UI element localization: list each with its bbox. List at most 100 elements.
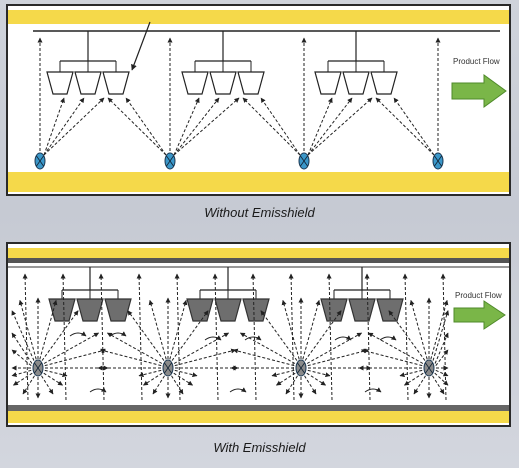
callout-arrow (131, 21, 151, 71)
radiation-ray (41, 310, 79, 361)
caption-without-emisshield: Without Emisshield (204, 205, 315, 220)
radiation-ray (11, 349, 32, 367)
tube-cup (76, 298, 104, 322)
tube-cup (320, 298, 348, 322)
emitter-cross (166, 155, 174, 167)
radiation-ray (43, 97, 65, 156)
tube-cup (209, 71, 237, 95)
radiation-ray (13, 372, 33, 386)
bottom-grey-band (8, 405, 509, 411)
tube-cup (214, 298, 242, 322)
radiation-ray (271, 369, 295, 378)
radiation-ray (307, 97, 353, 156)
radiation-ray (125, 97, 167, 156)
rebound-arrow (229, 387, 247, 393)
radiation-ray (307, 369, 331, 378)
tube-cup (48, 298, 76, 322)
radiation-ray (306, 372, 326, 386)
reflected-ray (60, 273, 67, 401)
radiation-ray (11, 369, 32, 377)
radiation-ray (39, 299, 58, 360)
radiation-ray (388, 310, 426, 361)
emitter-cross (434, 155, 442, 167)
radiation-ray (11, 310, 35, 361)
diagram-svg-top: Product Flow (8, 10, 509, 192)
emitter-cross (425, 362, 433, 374)
radiation-ray (152, 375, 165, 395)
radiation-ray (127, 310, 165, 361)
product-flow-label: Product Flow (455, 291, 502, 300)
top-grey-band (8, 258, 509, 263)
radiation-ray (307, 97, 333, 156)
tube-cup (370, 71, 398, 95)
reflected-ray (288, 273, 295, 401)
radiation-ray (285, 375, 298, 395)
reflected-ray (402, 273, 409, 401)
tube-cup (181, 71, 209, 95)
radiation-ray (304, 375, 317, 395)
bottom-yellow-band (8, 172, 509, 192)
radiation-ray (432, 310, 450, 361)
reflected-ray (364, 273, 371, 401)
radiation-ray (260, 310, 298, 361)
radiation-ray (242, 97, 301, 156)
radiation-ray (281, 299, 300, 360)
tube-cup (342, 71, 370, 95)
radiation-ray (306, 332, 363, 364)
rebound-arrow (204, 335, 222, 341)
radiation-ray (360, 348, 423, 367)
tube-cup (348, 298, 376, 322)
radiation-ray (276, 372, 296, 386)
tube-cup (74, 71, 102, 95)
radiation-ray (173, 372, 193, 386)
radiation-ray (304, 310, 342, 361)
radiation-ray (43, 97, 105, 156)
tube-cup (242, 298, 270, 322)
radiation-ray (43, 372, 63, 386)
radiation-ray (307, 97, 373, 156)
product-flow-arrow (451, 74, 507, 108)
radiation-ray (106, 332, 163, 364)
reflected-ray (22, 273, 29, 401)
radiation-ray (138, 369, 162, 378)
radiation-ray (43, 332, 100, 364)
rebound-arrow (364, 387, 382, 393)
emitter-cross (34, 362, 42, 374)
radiation-ray (43, 97, 85, 156)
radiation-ray (367, 332, 424, 364)
tube-cup (314, 71, 342, 95)
top-yellow-band (8, 248, 509, 258)
reflected-ray (98, 273, 105, 401)
radiation-ray (174, 369, 198, 378)
radiation-ray (107, 97, 167, 156)
reflected-ray (326, 273, 333, 401)
radiation-ray (399, 369, 423, 378)
radiation-ray (434, 372, 449, 386)
reflected-ray (250, 273, 257, 401)
emitter-cross (36, 155, 44, 167)
radiation-ray (11, 332, 33, 364)
reflected-ray (440, 273, 447, 401)
top-yellow-band (8, 10, 509, 24)
radiation-ray (143, 372, 163, 386)
radiation-ray (375, 97, 435, 156)
radiation-ray (409, 299, 428, 360)
rebound-arrow (109, 331, 127, 337)
radiation-ray (174, 348, 237, 367)
rebound-arrow (89, 387, 107, 393)
emitter-cross (297, 362, 305, 374)
radiation-ray (44, 369, 68, 378)
product-flow-label: Product Flow (453, 57, 500, 66)
radiation-ray (434, 332, 449, 364)
radiation-ray (393, 97, 435, 156)
tube-cup (237, 71, 265, 95)
radiation-ray (18, 299, 37, 360)
bottom-yellow-band (8, 411, 509, 423)
radiation-ray (22, 375, 35, 395)
diagram-svg-bottom: Product Flow (8, 248, 509, 423)
rebound-arrow (379, 335, 397, 341)
radiation-ray (44, 348, 107, 367)
radiation-ray (432, 375, 445, 395)
radiation-ray (173, 97, 240, 156)
rebound-arrow (244, 335, 262, 341)
